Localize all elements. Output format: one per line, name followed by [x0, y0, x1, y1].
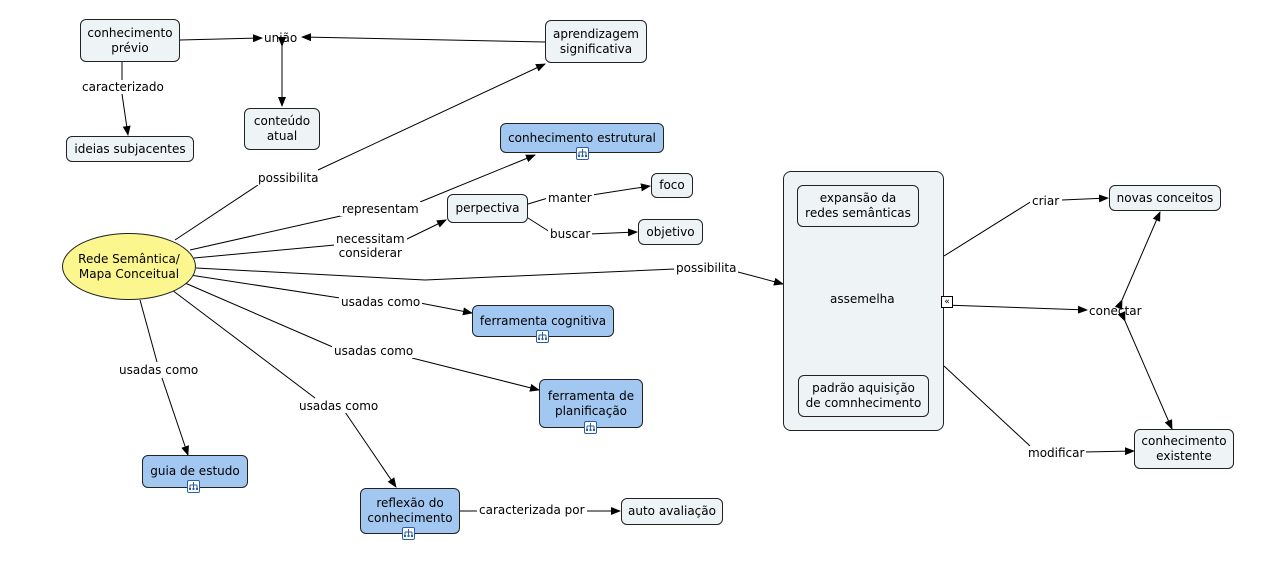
link-necessitam-considerar: necessitam considerar [334, 232, 407, 260]
link-buscar: buscar [548, 227, 593, 241]
node-ferramenta-planificacao[interactable]: ferramenta de planificação [539, 379, 643, 428]
node-assemelha[interactable]: assemelha [830, 292, 895, 306]
node-conectar[interactable]: conectar [1089, 304, 1142, 318]
submap-icon[interactable] [536, 330, 549, 343]
link-criar: criar [1030, 194, 1062, 208]
node-novas-conceitos[interactable]: novas conceitos [1109, 185, 1221, 211]
link-usadas-como: usadas como [297, 399, 381, 413]
link-possibilita: possibilita [256, 171, 321, 185]
node-perpectiva[interactable]: perpectiva [447, 194, 528, 223]
link-usadas-como: usadas como [339, 295, 423, 309]
node-conhecimento-existente[interactable]: conhecimento existente [1134, 429, 1234, 469]
node-uniao[interactable]: união [264, 31, 298, 45]
link-usadas-como: usadas como [117, 363, 201, 377]
submap-icon[interactable] [402, 527, 415, 540]
link-usadas-como: usadas como [332, 344, 416, 358]
node-rede-semantica[interactable]: Rede Semântica/ Mapa Conceitual [62, 233, 196, 300]
link-caracterizado: caracterizado [80, 80, 166, 94]
node-ideias-subjacentes[interactable]: ideias subjacentes [66, 136, 194, 162]
submap-icon[interactable] [187, 480, 200, 493]
node-foco[interactable]: foco [651, 173, 693, 198]
node-conhecimento-previo[interactable]: conhecimento prévio [80, 19, 180, 62]
node-objetivo[interactable]: objetivo [638, 219, 703, 245]
submap-icon[interactable] [584, 421, 597, 434]
link-caracterizada-por: caracterizada por [477, 503, 587, 517]
submap-icon[interactable] [576, 147, 589, 160]
node-padrao[interactable]: padrão aquisição de comnhecimento [798, 375, 929, 417]
link-representam: representam [340, 202, 421, 216]
node-aprendizagem-significativa[interactable]: aprendizagem significativa [545, 20, 647, 63]
link-manter: manter [546, 191, 594, 205]
node-conteudo-atual[interactable]: conteúdo atual [244, 108, 320, 150]
node-auto-avaliacao[interactable]: auto avaliação [621, 498, 723, 525]
link-possibilita: possibilita [674, 261, 739, 275]
node-expansao[interactable]: expansão da redes semânticas [797, 185, 919, 227]
link-modificar: modificar [1026, 446, 1087, 460]
collapse-icon[interactable]: « [941, 296, 953, 308]
